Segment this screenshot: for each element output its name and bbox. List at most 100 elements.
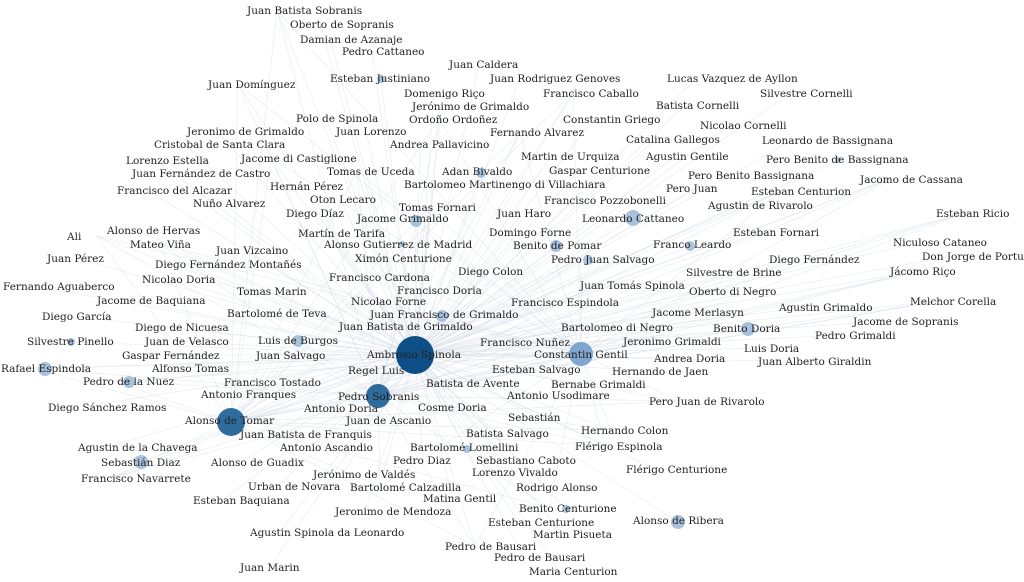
node-label: Esteban Centurione bbox=[488, 517, 594, 529]
node-label: Juan Domínguez bbox=[207, 79, 296, 91]
node-label: Juan Rodriguez Genoves bbox=[489, 73, 620, 85]
edge bbox=[270, 157, 582, 355]
node-label: Sebastián bbox=[508, 412, 561, 424]
node-label: Lorenzo Estella bbox=[126, 155, 209, 167]
node-label: Jeronimo de Grimaldo bbox=[186, 126, 304, 138]
edge bbox=[414, 258, 800, 356]
graph-node bbox=[399, 241, 405, 247]
edge bbox=[77, 354, 416, 408]
edge bbox=[414, 231, 764, 356]
edge bbox=[222, 202, 416, 356]
node-label: Leonardo Cattaneo bbox=[582, 213, 684, 225]
node-label: Sebastián Diaz bbox=[101, 457, 181, 469]
node-label: Nicolao Doria bbox=[142, 274, 215, 286]
node-label: Jeronimo de Mendoza bbox=[334, 506, 451, 518]
edge bbox=[44, 354, 416, 370]
node-label: Luis de Burgos bbox=[258, 335, 338, 347]
node-label: Silvestre de Brine bbox=[686, 267, 782, 279]
node-label: Pedro Cattaneo bbox=[342, 46, 425, 58]
node-label: Jacome di Castiglione bbox=[240, 153, 357, 165]
edge bbox=[580, 212, 967, 355]
edge bbox=[315, 212, 416, 356]
graph-node bbox=[463, 445, 471, 453]
node-label: Hernando de Jaen bbox=[612, 366, 709, 378]
graph-node bbox=[292, 335, 304, 347]
node-label: Juan Batista de Franquis bbox=[239, 429, 372, 441]
edge bbox=[414, 217, 634, 356]
edge bbox=[414, 300, 941, 356]
node-label: Tomas de Uceda bbox=[327, 166, 415, 178]
node-label: Jacome de Baquiana bbox=[96, 295, 206, 307]
edge bbox=[414, 104, 687, 356]
edge bbox=[230, 421, 612, 431]
node-label: Francisco Pozzobonelli bbox=[544, 195, 667, 207]
node-label: Ambrosio Spinola bbox=[366, 349, 461, 361]
node-label: Oberto de Sopranis bbox=[290, 19, 394, 31]
node-label: Esteban Baquiana bbox=[193, 495, 290, 507]
node-label: Tomas Marin bbox=[237, 286, 307, 298]
node-label: Ximón Centurione bbox=[355, 253, 452, 265]
node-label: Urban de Novara bbox=[248, 481, 340, 493]
node-label: Juan de Velasco bbox=[144, 336, 229, 348]
node-label: Ali bbox=[66, 231, 82, 243]
node-label: Flérigo Espinola bbox=[575, 441, 662, 453]
graph-node bbox=[377, 75, 385, 83]
graph-node bbox=[123, 376, 135, 388]
node-label: Agustin Spinola da Leonardo bbox=[249, 527, 404, 539]
edge bbox=[414, 220, 417, 356]
node-label: Agustin Gentile bbox=[645, 151, 729, 163]
edge bbox=[230, 212, 967, 423]
node-label: Flérigo Centurione bbox=[626, 464, 727, 476]
node-label: Oton Lecaro bbox=[310, 194, 376, 206]
edge bbox=[379, 353, 582, 488]
node-label: Alonso de Tomar bbox=[184, 415, 275, 427]
node-label: Nicolao Forne bbox=[351, 296, 426, 308]
edge bbox=[548, 353, 582, 509]
edge bbox=[414, 231, 520, 356]
edge bbox=[230, 354, 416, 395]
graph-node bbox=[741, 322, 755, 336]
node-label: Jacomo de Cassana bbox=[859, 174, 963, 186]
node-label: Pero Juan bbox=[666, 183, 718, 195]
edge bbox=[377, 178, 891, 397]
node-label: Benito de Pomar bbox=[513, 240, 602, 252]
edge bbox=[414, 284, 611, 356]
edge bbox=[414, 354, 507, 461]
node-label: Nuño Alvarez bbox=[193, 198, 266, 210]
graph-node bbox=[476, 168, 486, 178]
node-label: Diego García bbox=[42, 311, 112, 323]
edge bbox=[183, 143, 416, 356]
edge bbox=[414, 354, 657, 470]
edge bbox=[112, 380, 232, 423]
node-label: Damian de Azanaje bbox=[300, 34, 403, 46]
edge bbox=[414, 172, 482, 356]
node-label: Jacome Merlasyn bbox=[651, 307, 744, 319]
edge bbox=[299, 185, 416, 356]
edge bbox=[474, 353, 582, 547]
edge bbox=[438, 118, 582, 355]
edge bbox=[377, 395, 680, 402]
edge bbox=[414, 199, 575, 356]
node-label: Franco Leardo bbox=[653, 239, 731, 251]
node-layer bbox=[38, 75, 841, 529]
node-label: Martín de Tarifa bbox=[298, 228, 385, 240]
edge bbox=[181, 354, 416, 369]
node-label: Constantin Gentil bbox=[534, 349, 628, 361]
node-label: Bartolomeo di Negro bbox=[561, 322, 673, 334]
edge bbox=[377, 395, 612, 431]
node-label: Alonso de Guadix bbox=[210, 457, 304, 469]
graph-node bbox=[671, 515, 685, 529]
node-label: Francisco del Alcazar bbox=[117, 185, 233, 197]
node-label: Jácomo Riço bbox=[889, 266, 956, 278]
edge bbox=[414, 354, 519, 523]
edge bbox=[414, 354, 560, 572]
edge bbox=[174, 340, 416, 356]
node-label: Francisco Navarrete bbox=[81, 473, 191, 485]
node-label: Francisco Doria bbox=[397, 285, 482, 297]
edge bbox=[377, 340, 654, 397]
edge bbox=[230, 170, 358, 423]
edge bbox=[230, 421, 476, 547]
graph-node bbox=[835, 157, 841, 163]
node-label: Jerónimo de Grimaldo bbox=[411, 101, 529, 113]
edge bbox=[240, 354, 416, 463]
